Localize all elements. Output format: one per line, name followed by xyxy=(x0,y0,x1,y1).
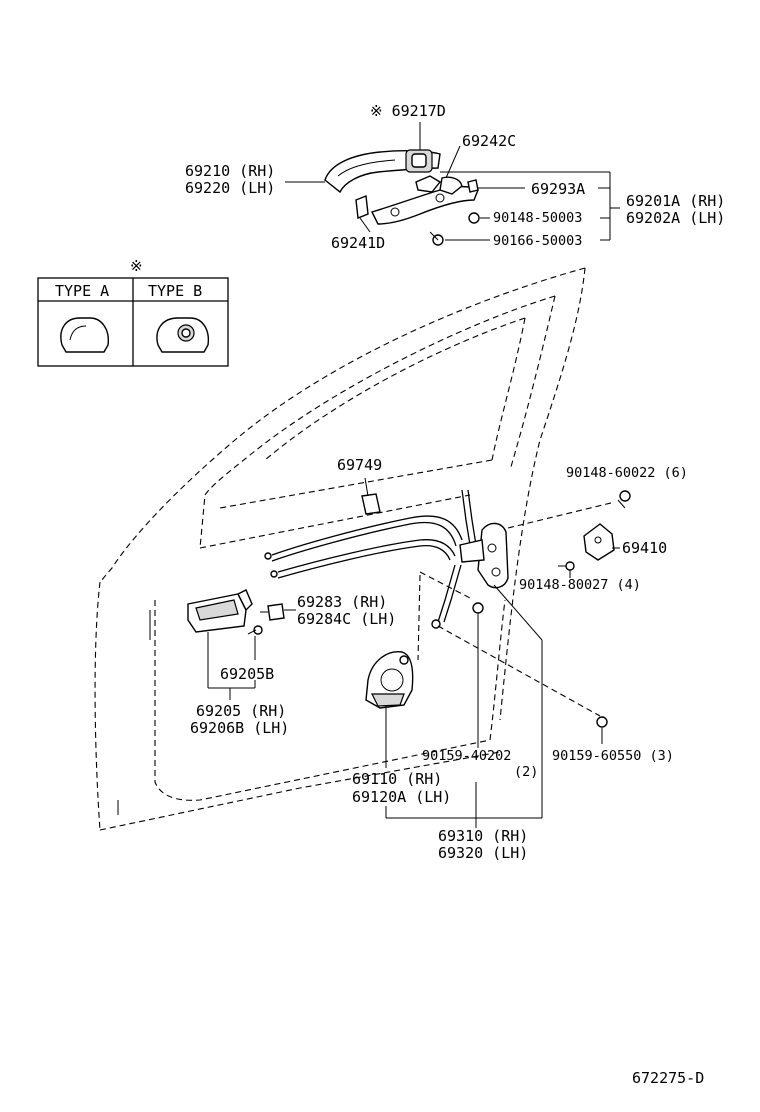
type-table-marker: ※ xyxy=(130,257,143,275)
label-69410: 69410 xyxy=(622,539,667,557)
label-69205: 69205 (RH) xyxy=(196,702,286,720)
label-69110: 69110 (RH) xyxy=(352,770,442,788)
label-69217d: ※ 69217D xyxy=(370,102,446,120)
door-lock-assembly xyxy=(431,490,631,728)
label-69749: 69749 xyxy=(337,456,382,474)
label-90166-50003: 90166-50003 xyxy=(493,233,582,249)
diagram-code: 672275-D xyxy=(632,1069,704,1087)
label-69283: 69283 (RH) xyxy=(297,593,387,611)
label-69242c: 69242C xyxy=(462,132,516,150)
label-69210: 69210 (RH) xyxy=(185,162,275,180)
label-69202a: 69202A (LH) xyxy=(626,209,725,227)
label-90159-40202-qty: (2) xyxy=(514,764,538,780)
label-69205b: 69205B xyxy=(220,665,274,683)
label-69206b: 69206B (LH) xyxy=(190,719,289,737)
assembly-leader-lines xyxy=(417,501,620,748)
type-a-handle-icon xyxy=(60,317,109,353)
outside-handle-assembly xyxy=(324,149,480,246)
label-90148-80027: 90148-80027 (4) xyxy=(519,577,641,593)
label-69310: 69310 (RH) xyxy=(438,827,528,845)
label-69241d: 69241D xyxy=(331,234,385,252)
label-69201a: 69201A (RH) xyxy=(626,192,725,210)
inside-handle xyxy=(187,589,296,700)
label-69293a: 69293A xyxy=(531,180,585,198)
label-69320: 69320 (LH) xyxy=(438,844,528,862)
label-69284c: 69284C (LH) xyxy=(297,610,396,628)
label-69220: 69220 (LH) xyxy=(185,179,275,197)
leader-lines-top xyxy=(285,122,620,241)
label-90148-60022: 90148-60022 (6) xyxy=(566,465,688,481)
door-outline xyxy=(94,267,586,831)
type-a-header: TYPE A xyxy=(55,282,109,300)
type-table: ※ TYPE A TYPE B xyxy=(37,257,229,367)
label-90159-60550: 90159-60550 (3) xyxy=(552,748,674,764)
part-labels: ※ 69217D 69242C 69210 (RH) 69220 (LH) 69… xyxy=(185,102,725,1087)
striker xyxy=(583,523,615,561)
lock-actuator xyxy=(365,651,414,768)
label-69120a: 69120A (LH) xyxy=(352,788,451,806)
lock-cables xyxy=(264,477,477,579)
bottom-brackets xyxy=(385,584,543,828)
label-90148-50003: 90148-50003 xyxy=(493,210,582,226)
type-b-header: TYPE B xyxy=(148,282,202,300)
label-90159-40202: 90159-40202 xyxy=(422,748,511,764)
